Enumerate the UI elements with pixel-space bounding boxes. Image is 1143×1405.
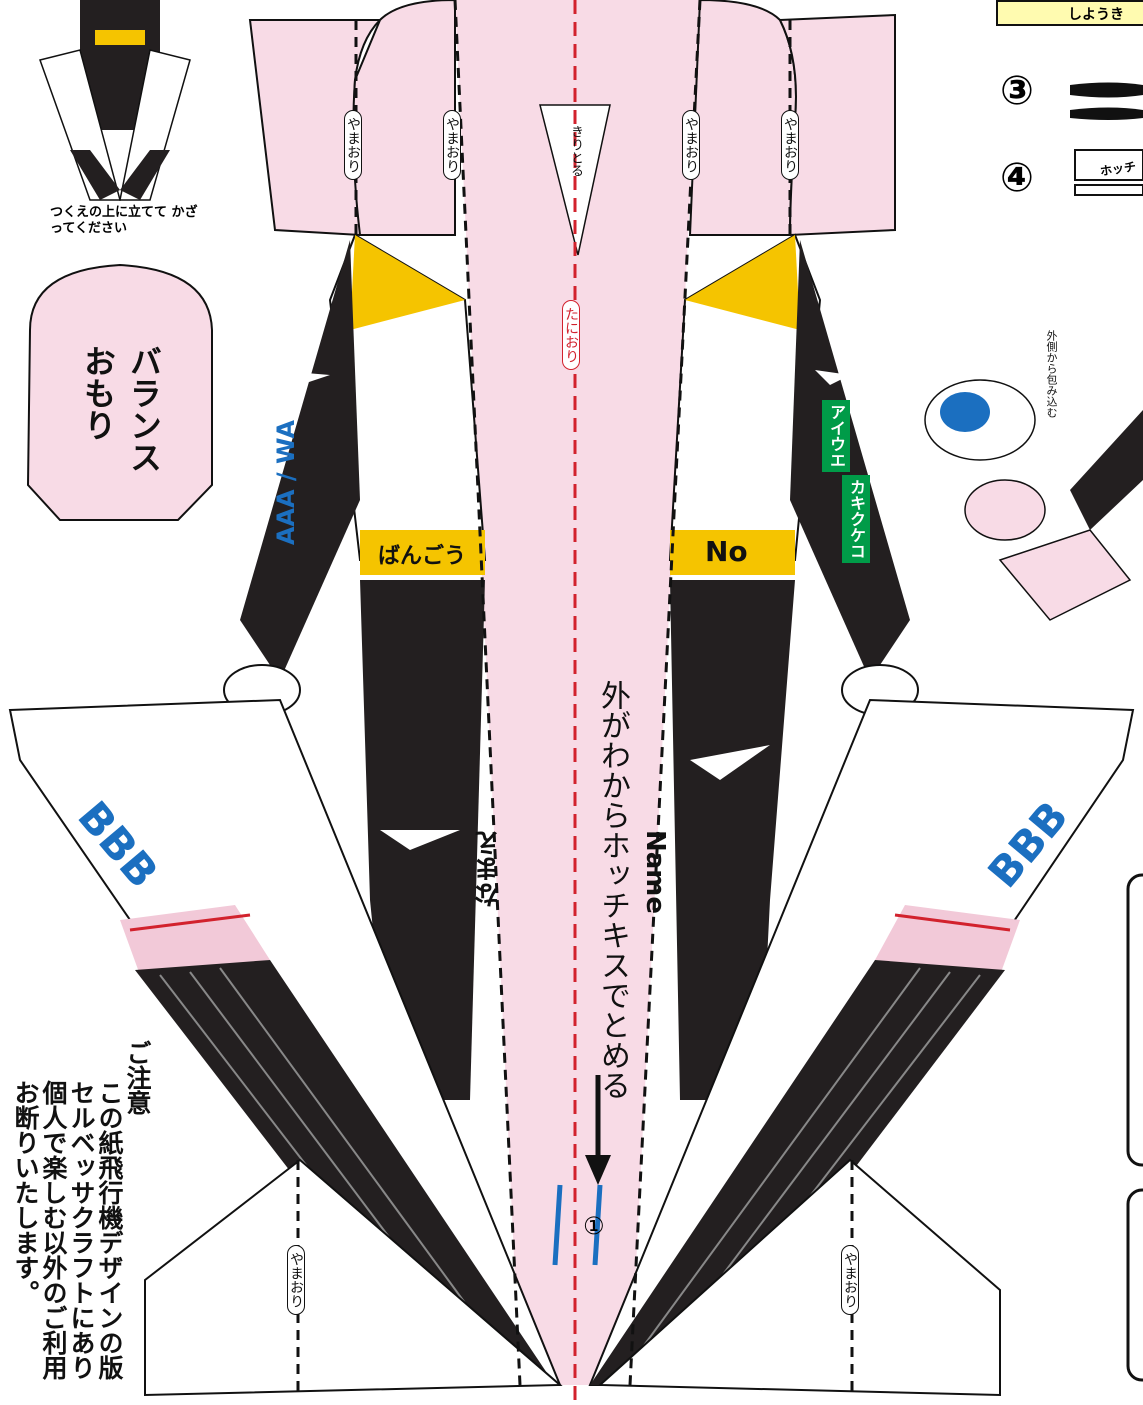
left-number-band [360,530,485,575]
right-sleeve-logo-2: カキクケコ [842,475,870,563]
staple-mark-left [552,1184,563,1266]
assembly-illustration [924,379,1143,621]
right-shoulder-stripe [685,235,800,330]
stand-illustration [39,0,191,201]
fold-label-valley: たにおり [562,300,580,370]
left-sleeve-logo: AAA / WA [272,420,300,546]
fold-label-head-right: やまおり [781,110,799,180]
right-ski [588,698,1135,1386]
right-tail-wing [597,1158,1001,1397]
usage-label-box: しようき [996,0,1143,26]
fold-label-head-left: やまおり [344,110,362,180]
fold-label-wing-right: やまおり [841,1245,859,1315]
left-shoulder-stripe [350,235,465,330]
notice-block: ご注意 この紙飛行機デザインの版 セルベッサクラフトにあり 個人で楽しむ以外のご… [0,1040,165,1400]
fold-label-center-right: やまおり [682,110,700,180]
right-number-label: No [705,535,748,568]
stand-caption: つくえの上に立てて かざってください [50,205,198,237]
left-leg-marker [380,830,460,850]
left-sleeve-marker [270,370,330,385]
notice-line-3: 個人で楽しむ以外のご利用 [39,1080,68,1380]
center-body-panel [455,0,700,1385]
left-number-label: ばんごう [378,544,467,569]
right-frame-box-2 [1126,1188,1143,1382]
step-4-marker: ④ [1000,155,1034,201]
right-sleeve-logo-1: アイウエ [822,400,850,472]
step-3-marker: ③ [1000,68,1034,114]
scissors-icon [1070,82,1143,120]
usage-label: しようき [1068,7,1124,23]
left-sleeve [240,240,360,680]
cut-label: きりとる [568,125,583,177]
name-label-jp: なまえ [474,830,504,908]
notice-title: ご注意 [123,1040,152,1115]
staple-instruction: 外がわからホッチキスでとめる [595,680,630,1100]
name-label-en: Name [640,830,670,915]
stapler-icon [1074,149,1143,196]
notice-line-1: この紙飛行機デザインの版 [95,1080,124,1380]
wrap-note: 外側から包み込む [1045,330,1058,418]
notice-line-2: セルベッサクラフトにあり [67,1080,96,1380]
balance-weight-piece [26,263,213,521]
staple-mark-right [592,1184,603,1266]
right-sleeve [790,240,910,680]
arrow-head [585,1155,611,1185]
right-sleeve-marker [815,370,850,385]
right-leg-marker [690,745,770,780]
fold-label-center-left: やまおり [443,110,461,180]
right-number-band [670,530,795,575]
staple-step-marker: ① [583,1212,605,1240]
fold-label-wing-left: やまおり [287,1245,305,1315]
left-tail-wing [144,1158,563,1397]
right-frame-box-1 [1126,873,1143,1167]
notice-line-4: お断りいたします。 [11,1080,40,1305]
balance-weight-label: バランス おもり [79,345,163,473]
